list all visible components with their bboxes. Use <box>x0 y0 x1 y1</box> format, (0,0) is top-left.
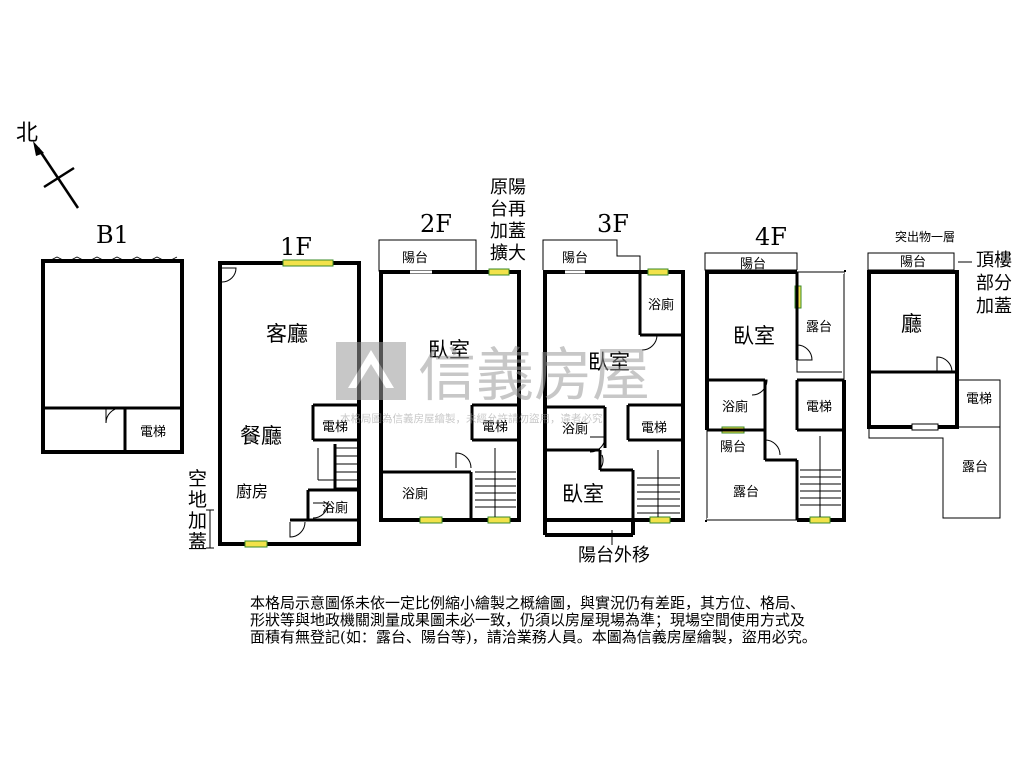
room-3f-bath2: 浴廁 <box>562 421 588 437</box>
floor-b1: B1 電梯 <box>41 221 184 454</box>
room-roof-hall: 廳 <box>901 312 922 336</box>
compass-north-label: 北 <box>16 121 38 146</box>
room-2f-balcony: 陽台 <box>402 251 428 266</box>
floor-label-1f: 1F <box>280 233 312 261</box>
note-1f-line1: 空 <box>188 468 207 490</box>
room-3f-bedroom1: 臥室 <box>588 350 630 374</box>
room-2f-bath: 浴廁 <box>402 486 428 502</box>
room-4f-balcony1: 陽台 <box>740 257 766 272</box>
room-4f-terrace1: 露台 <box>806 320 832 335</box>
room-1f-elevator: 電梯 <box>322 420 348 435</box>
note-roof-line1: 頂樓 <box>976 250 1012 271</box>
note-2f-line4: 擴大 <box>490 243 526 264</box>
room-4f-terrace2: 露台 <box>733 485 759 500</box>
room-roof-balcony: 陽台 <box>900 255 926 270</box>
note-1f-line4: 蓋 <box>188 531 207 553</box>
room-roof-terrace: 露台 <box>962 460 988 475</box>
floor-label-4f: 4F <box>755 223 787 251</box>
room-3f-balcony: 陽台 <box>562 251 588 266</box>
room-b1-elevator: 電梯 <box>140 425 166 440</box>
room-1f-bath: 浴廁 <box>322 500 348 516</box>
floor-4f: 4F 陽台 臥室 露台 浴廁 電梯 <box>704 223 846 524</box>
note-2f-line3: 加蓋 <box>490 221 526 242</box>
room-2f-bedroom: 臥室 <box>428 338 470 362</box>
room-1f-kitchen: 廚房 <box>236 482 268 501</box>
floor-roof: 突出物一層 陽台 廳 電梯 露台 頂樓 部分 加蓋 <box>867 229 1012 519</box>
floor-label-3f: 3F <box>597 210 629 238</box>
room-1f-dining: 餐廳 <box>240 424 282 448</box>
room-1f-living: 客廳 <box>266 322 308 346</box>
room-roof-elevator: 電梯 <box>966 392 992 407</box>
watermark-brand: 信義房屋 <box>418 341 650 409</box>
watermark-text: 本格局圖為信義房屋繪製，未經允許請勿盜用，違者必究 <box>340 412 603 425</box>
room-4f-bath: 浴廁 <box>722 399 748 415</box>
note-2f-line2: 台再 <box>490 199 526 220</box>
room-3f-bath1: 浴廁 <box>648 297 674 313</box>
floor-1f: 1F 客廳 餐廳 廚房 電梯 浴廁 空 地 加 蓋 <box>188 233 361 553</box>
north-compass: 北 <box>16 121 80 209</box>
watermark: 信義房屋 本格局圖為信義房屋繪製，未經允許請勿盜用，違者必究 <box>336 341 650 425</box>
floor-label-roof: 突出物一層 <box>895 229 955 244</box>
room-3f-bedroom2: 臥室 <box>562 482 604 506</box>
room-4f-balcony2: 陽台 <box>720 440 746 455</box>
floor-2f: 2F 陽台 臥室 電梯 浴廁 原陽 台再 加蓋 擴大 <box>378 177 526 524</box>
note-2f-line1: 原陽 <box>490 177 526 198</box>
note-1f-line2: 地 <box>188 489 207 511</box>
disclaimer-line3: 面積有無登記(如：露台、陽台等)，請洽業務人員。本圖為信義房屋繪製，盜用必究。 <box>250 628 817 646</box>
note-3f: 陽台外移 <box>578 545 650 566</box>
room-4f-bedroom: 臥室 <box>733 324 775 348</box>
room-4f-elevator: 電梯 <box>806 400 832 415</box>
floor-label-2f: 2F <box>420 210 452 238</box>
note-roof-line3: 加蓋 <box>976 296 1012 317</box>
floor-label-b1: B1 <box>96 221 129 249</box>
disclaimer-line1: 本格局示意圖係未依一定比例縮小繪製之概繪圖，與實況仍有差距，其方位、格局、 <box>250 594 805 612</box>
floor-3f: 3F 陽台 浴廁 臥室 浴廁 電梯 臥室 <box>542 210 685 566</box>
room-3f-elevator: 電梯 <box>641 421 667 436</box>
note-roof-line2: 部分 <box>976 273 1012 294</box>
disclaimer-line2: 形狀等與地政機關測量成果圖未必一致，仍須以房屋現場為準；現場空間使用方式及 <box>250 611 805 629</box>
disclaimer: 本格局示意圖係未依一定比例縮小繪製之概繪圖，與實況仍有差距，其方位、格局、 形狀… <box>250 594 817 646</box>
room-2f-elevator: 電梯 <box>482 420 508 435</box>
note-1f-line3: 加 <box>188 510 207 532</box>
